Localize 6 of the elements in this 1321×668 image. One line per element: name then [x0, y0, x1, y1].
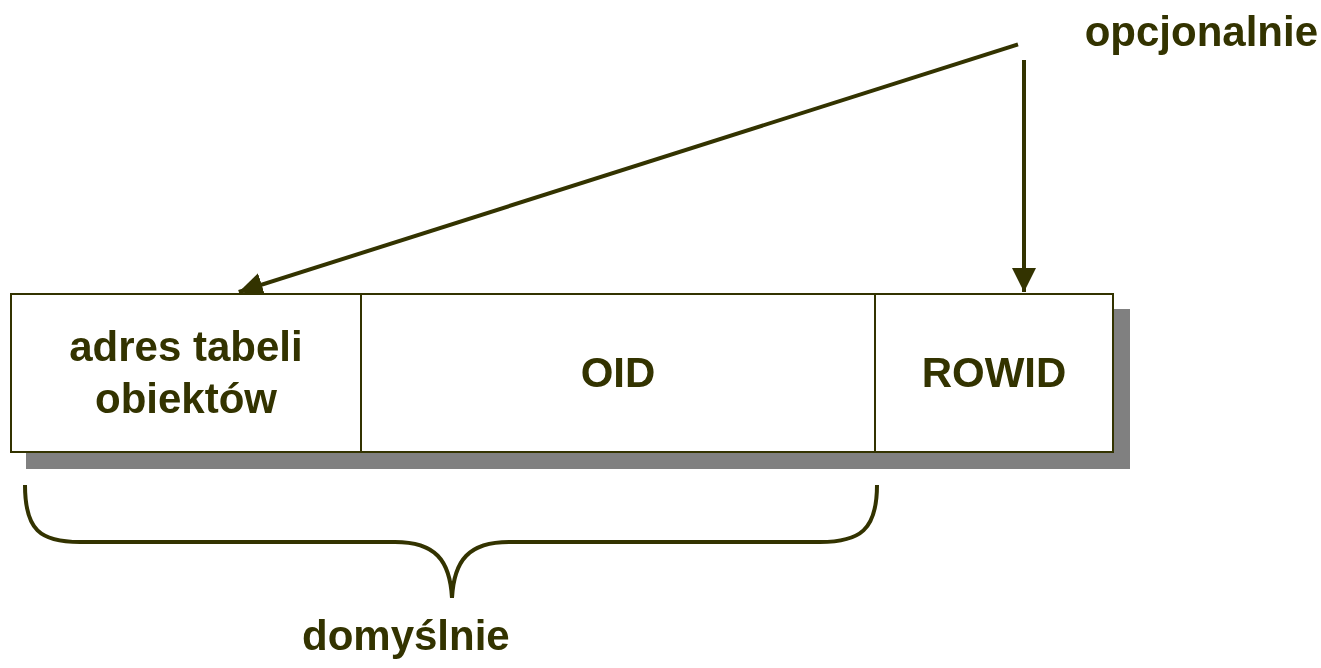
annotation-text: opcjonalnie [1018, 8, 1318, 60]
arrow [1012, 60, 1036, 292]
field-cell: OID [360, 293, 876, 453]
bracket-label: domyślnie [302, 612, 510, 660]
field-cell: ROWID [874, 293, 1114, 453]
field-cell: adres tabeli obiektów [10, 293, 362, 453]
